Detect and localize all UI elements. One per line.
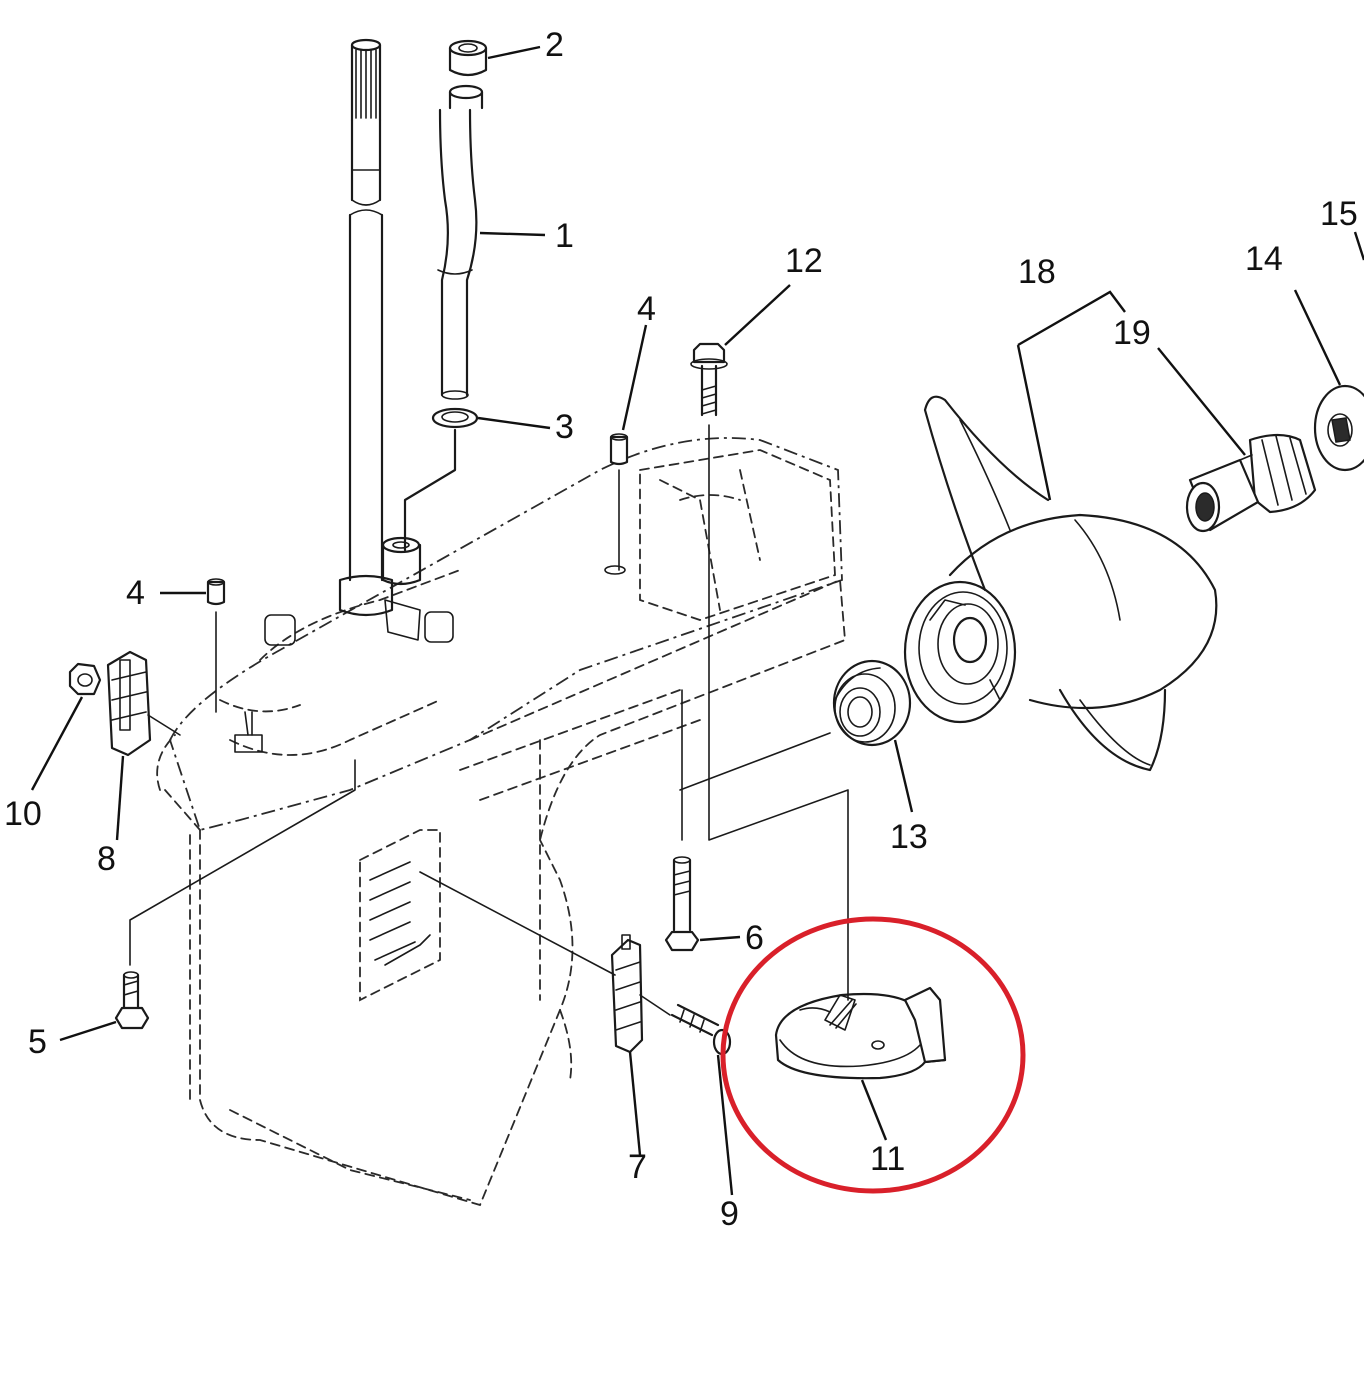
housing-bolt [690,342,849,1001]
propeller [903,395,1218,772]
callout-13: 13 [890,818,928,856]
dowel-pin-upper [604,433,629,575]
anode-8 [106,650,181,757]
washer-guide-line [679,732,831,791]
callout-11: 11 [870,1140,905,1178]
leader-lines [30,45,1364,1196]
trim-tab [774,986,947,1080]
tube-seal [431,407,479,429]
water-tube [437,84,484,400]
callout-14: 14 [1245,240,1283,278]
callout-8: 8 [97,840,116,878]
callout-7: 7 [628,1148,647,1186]
tube-guide-line [403,428,457,552]
callout-1: 1 [555,217,574,255]
drive-shaft [338,38,394,617]
callout-18: 18 [1018,253,1056,291]
tube-socket [381,536,422,641]
highlight-circle [720,916,1026,1194]
spline-washer [1313,384,1364,472]
callout-9: 9 [720,1195,739,1233]
callout-6: 6 [745,919,764,957]
callout-labels: 1 2 3 4 4 5 6 7 8 9 10 11 12 13 14 15 18… [4,26,1358,1233]
tube-grommet [448,39,488,77]
bolt-9 [639,994,732,1056]
lower-unit-housing [156,437,846,1207]
callout-5: 5 [28,1023,47,1061]
callout-4b: 4 [126,574,145,612]
callout-19: 19 [1113,314,1151,352]
anode-7 [610,934,644,1054]
dowel-pin-lower [206,578,226,713]
bolt-5 [114,759,356,1030]
propeller-bushing [1185,433,1317,533]
callout-15: 15 [1320,195,1358,233]
callout-10: 10 [4,795,42,833]
callout-12: 12 [785,242,823,280]
callout-4a: 4 [637,290,656,328]
anode-7-guide-line [419,871,616,976]
callout-2: 2 [545,26,564,64]
nut-10 [68,662,102,696]
thrust-washer [832,659,912,747]
bolt-6 [664,689,700,952]
callout-3: 3 [555,408,574,446]
